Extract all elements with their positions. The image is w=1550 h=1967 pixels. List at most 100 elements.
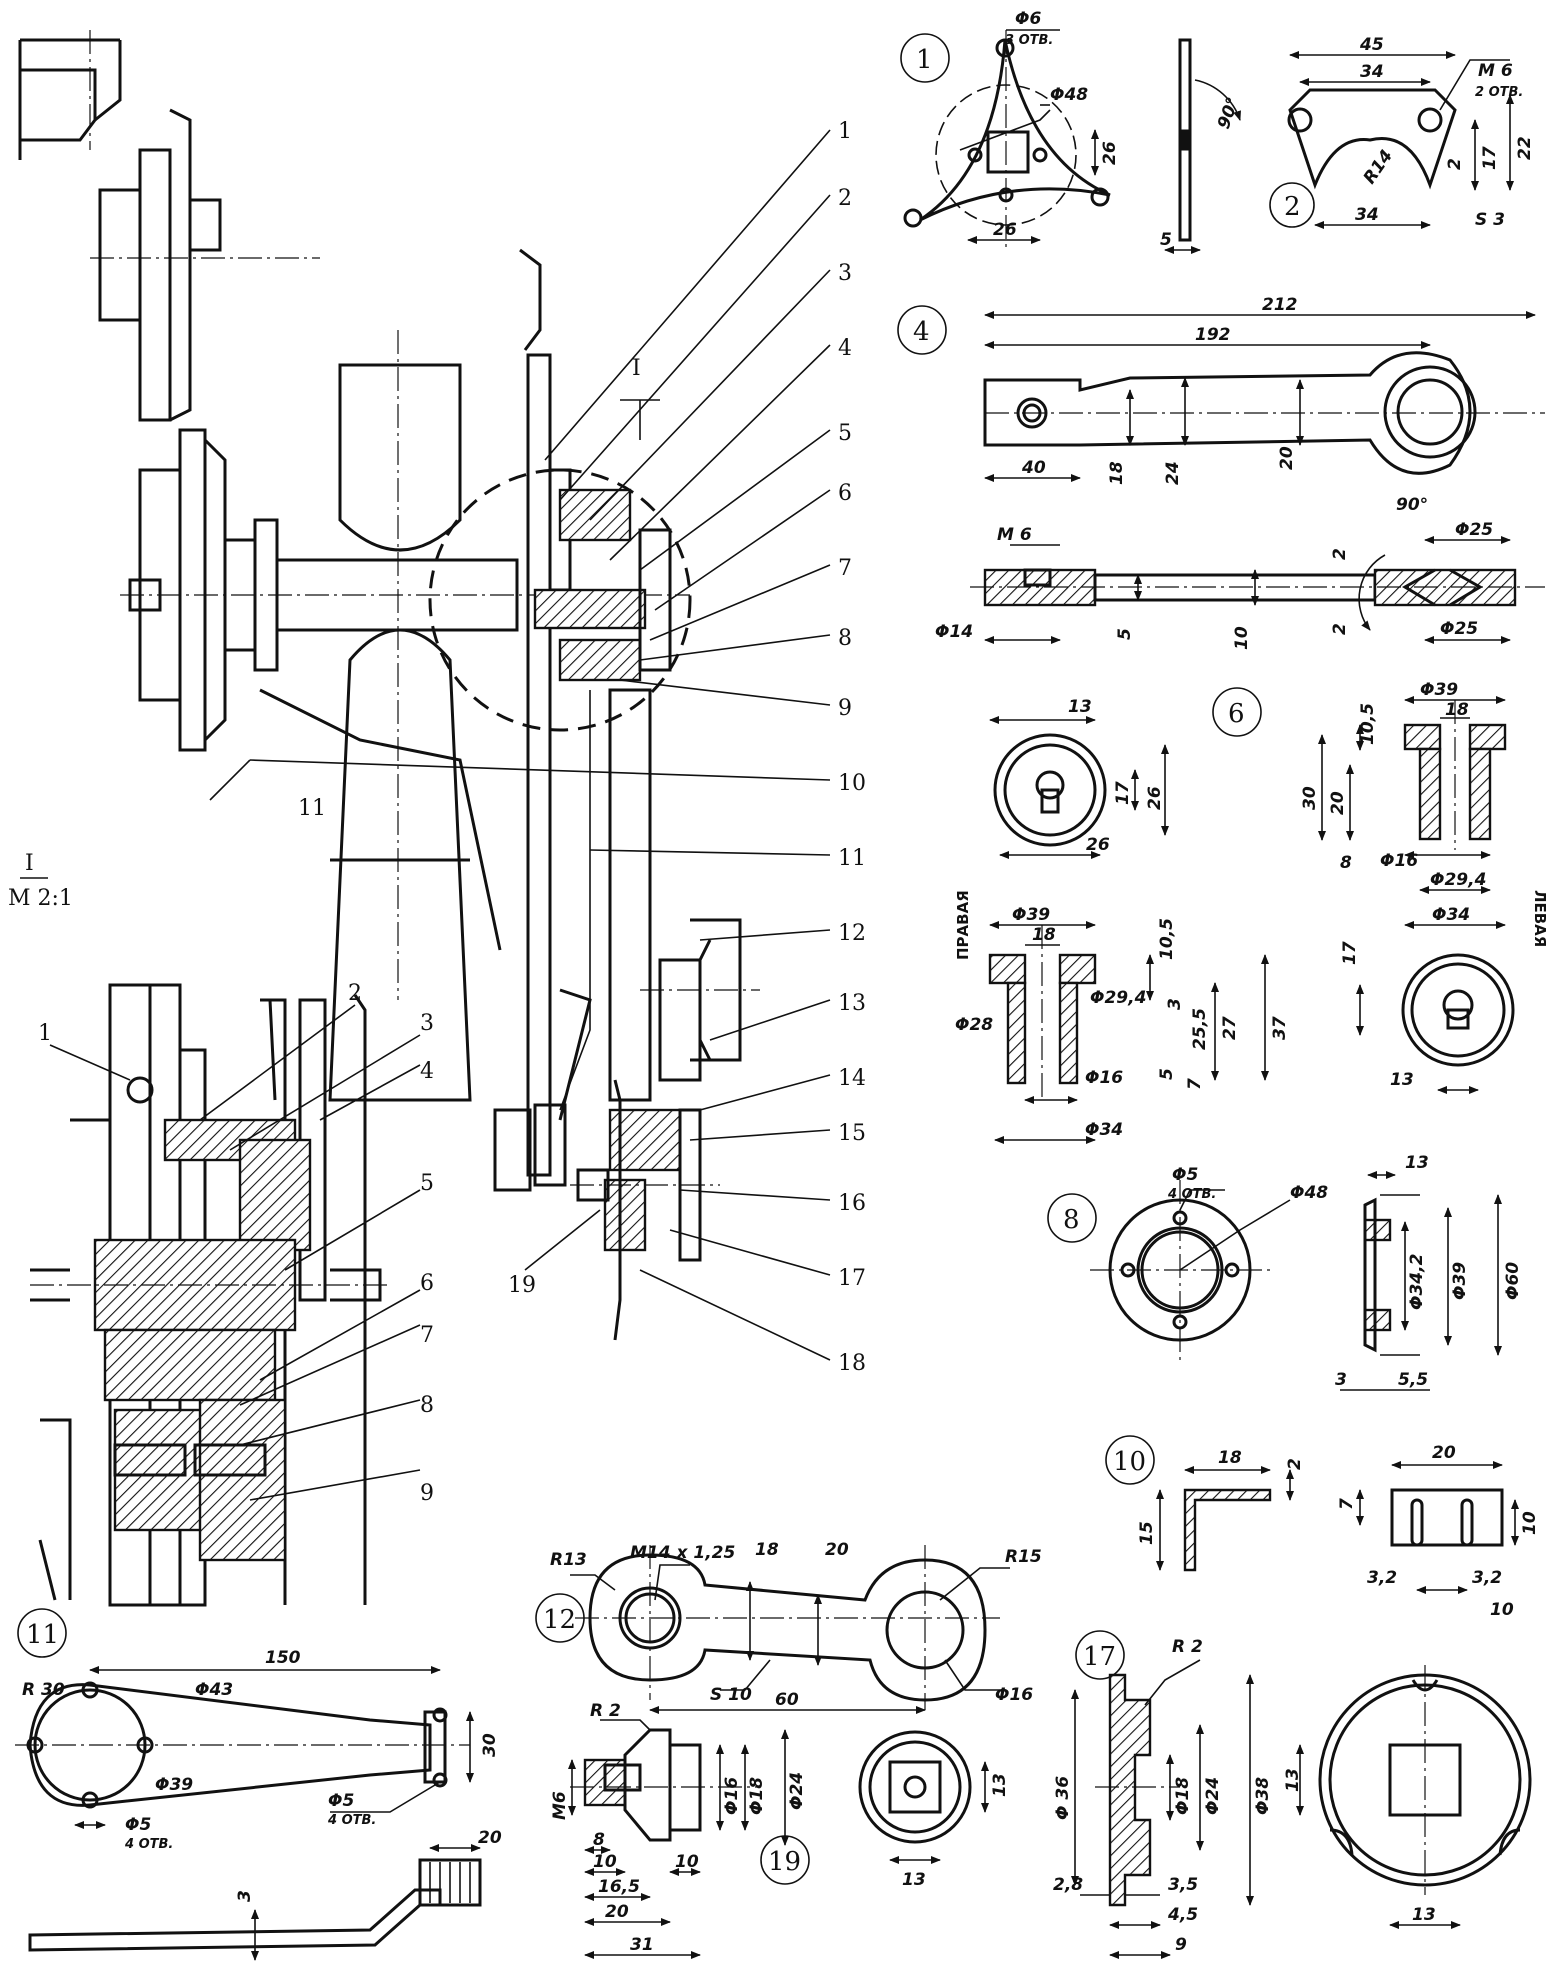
p2-dim-w-base: 34 xyxy=(1355,205,1379,225)
part-10-detail: 10 18 2 15 20 7 10 3,2 3,2 10 xyxy=(1105,1435,1540,1620)
callout-11-left: 11 xyxy=(298,796,326,821)
part-17-detail: 17 R 2 Φ 36 Φ18 Φ24 Φ38 2,8 3,5 4,5 9 13… xyxy=(1053,1630,1532,1959)
main-callouts: 1 2 3 4 5 6 7 8 9 10 11 12 13 14 15 16 1… xyxy=(298,119,866,1376)
part-4-number: 4 xyxy=(913,317,930,347)
p6-dim-d39: Φ39 xyxy=(1420,680,1458,700)
p1-dim-w: 26 xyxy=(993,220,1017,240)
section-callout-1: 1 xyxy=(38,1021,52,1046)
p4-dim-d14: Φ14 xyxy=(935,622,973,642)
p4-dim-h18: 18 xyxy=(1107,461,1127,485)
p12-dim-d16: Φ16 xyxy=(995,1685,1033,1705)
p10-dim-h7: 7 xyxy=(1337,1498,1357,1510)
p6-dim-r-h37: 37 xyxy=(1270,1016,1290,1040)
p19-dim-l31: 31 xyxy=(630,1935,654,1955)
p6-dim-h30: 30 xyxy=(1300,786,1320,810)
part-2-number: 2 xyxy=(1284,192,1301,222)
p4-dim-chamfer-angle: 90° xyxy=(1396,495,1428,515)
p17-dim-h13: 13 xyxy=(1283,1768,1303,1792)
p11-dim-t3: 3 xyxy=(235,1890,255,1902)
p1-dim-thick: 5 xyxy=(1160,230,1172,250)
part-11-number: 11 xyxy=(26,1620,59,1650)
p10-dim-s3-2b: 3,2 xyxy=(1472,1568,1502,1588)
callout-4: 4 xyxy=(838,336,852,361)
p4-dim-t10: 10 xyxy=(1232,626,1252,650)
callout-5: 5 xyxy=(838,421,852,446)
p19-dim-l16-5: 16,5 xyxy=(598,1877,640,1897)
p17-dim-t4-5: 4,5 xyxy=(1167,1905,1198,1925)
p6-dim-d29-4: Φ29,4 xyxy=(1430,870,1486,890)
section-mark-label: I xyxy=(25,851,34,876)
p6-dim-r-d16: Φ16 xyxy=(1085,1068,1123,1088)
p19-dim-d18: Φ18 xyxy=(747,1777,767,1815)
p2-dim-d22: 22 xyxy=(1515,136,1535,160)
p6-dim-r-d18: 18 xyxy=(1032,925,1056,945)
p19-dim-l10a: 10 xyxy=(593,1852,617,1872)
part-19-number: 19 xyxy=(768,1847,801,1877)
p2-dim-holes-count: 2 ОТВ. xyxy=(1475,85,1523,100)
part-4-detail: 4 212 192 40 18 24 20 M 6 90° Φ25 xyxy=(897,295,1545,650)
p8-dim-t5-5: 5,5 xyxy=(1398,1370,1428,1390)
p6-dim-top13: 13 xyxy=(1068,697,1092,717)
p11-dim-d43: Φ43 xyxy=(195,1680,233,1700)
side-label-right: ПРАВАЯ xyxy=(954,890,972,960)
p10-dim-h10: 10 xyxy=(1520,1511,1540,1535)
p11-dim-l150: 150 xyxy=(265,1648,301,1668)
p6-dim-e13: 13 xyxy=(1390,1070,1414,1090)
p8-dim-d60: Φ60 xyxy=(1503,1262,1523,1300)
p19-dim-l8: 8 xyxy=(593,1830,605,1850)
p10-dim-t2: 2 xyxy=(1285,1458,1305,1470)
callout-8: 8 xyxy=(838,626,852,651)
p12-dim-s10: S 10 xyxy=(710,1685,752,1705)
p6-dim-r-h3: 3 xyxy=(1165,998,1185,1010)
p12-dim-c60: 60 xyxy=(775,1690,799,1710)
p6-dim-k26: 26 xyxy=(1145,786,1165,810)
p2-dim-thread: M 6 xyxy=(1478,61,1513,81)
p17-dim-w13: 13 xyxy=(1412,1905,1436,1925)
p19-dim-d16: Φ16 xyxy=(722,1777,742,1815)
p12-dim-thread: M14 x 1,25 xyxy=(630,1543,735,1563)
callout-15: 15 xyxy=(838,1121,866,1146)
callout-2: 2 xyxy=(838,186,852,211)
callout-17: 17 xyxy=(838,1266,866,1291)
p17-dim-d18: Φ18 xyxy=(1173,1777,1193,1815)
p6-dim-r-h5: 5 xyxy=(1157,1068,1177,1080)
callout-14: 14 xyxy=(838,1066,866,1091)
p10-dim-w20: 20 xyxy=(1432,1443,1456,1463)
p17-dim-t2-8: 2,8 xyxy=(1053,1875,1083,1895)
main-assembly-view xyxy=(18,30,831,1361)
p19-dim-sq13a: 13 xyxy=(990,1773,1010,1797)
p4-dim-c2a: 2 xyxy=(1330,548,1350,560)
section-callout-8: 8 xyxy=(420,1393,434,1418)
p10-dim-b10: 10 xyxy=(1490,1600,1514,1620)
section-scale: M 2:1 xyxy=(8,886,73,911)
p8-dim-d34-2: Φ34,2 xyxy=(1407,1254,1427,1310)
p11-dim-r30: R 30 xyxy=(22,1680,65,1700)
section-callout-4: 4 xyxy=(420,1059,434,1084)
p6-dim-r-d29-4: Φ29,4 xyxy=(1090,988,1146,1008)
p19-dim-d24: Φ24 xyxy=(787,1772,807,1810)
callout-12: 12 xyxy=(838,921,866,946)
p6-dim-d18: 18 xyxy=(1445,700,1469,720)
callout-1: 1 xyxy=(838,119,852,144)
p11-dim-h30: 30 xyxy=(480,1733,500,1757)
p19-dim-r2: R 2 xyxy=(590,1701,621,1721)
p11-dim-holes-a: 4 ОТВ. xyxy=(124,1837,173,1852)
p8-dim-d39: Φ39 xyxy=(1450,1262,1470,1300)
p6-dim-r-d39: Φ39 xyxy=(1012,905,1050,925)
side-label-left: ЛЕВАЯ xyxy=(1531,890,1549,947)
p19-dim-sq13b: 13 xyxy=(902,1870,926,1890)
part-12-number: 12 xyxy=(543,1605,576,1635)
p6-dim-h8: 8 xyxy=(1340,853,1352,873)
p10-dim-h15: 15 xyxy=(1137,1521,1157,1545)
p4-dim-l-total: 212 xyxy=(1262,295,1298,315)
part-6-detail: 6 13 17 26 26 Φ39 18 10,5 30 20 8 Φ16 xyxy=(954,680,1549,1144)
p6-dim-r-h7: 7 xyxy=(1185,1078,1205,1090)
section-view-enlarged xyxy=(30,983,421,1607)
callout-19: 19 xyxy=(508,1273,536,1298)
p2-dim-w-total: 45 xyxy=(1359,35,1384,55)
p12-dim-r13: R13 xyxy=(550,1550,587,1570)
p6-dim-k17: 17 xyxy=(1113,781,1133,805)
p11-dim-hole-a: Φ5 xyxy=(125,1815,151,1835)
section-callout-5: 5 xyxy=(420,1171,434,1196)
p4-dim-d25a: Φ25 xyxy=(1455,520,1493,540)
